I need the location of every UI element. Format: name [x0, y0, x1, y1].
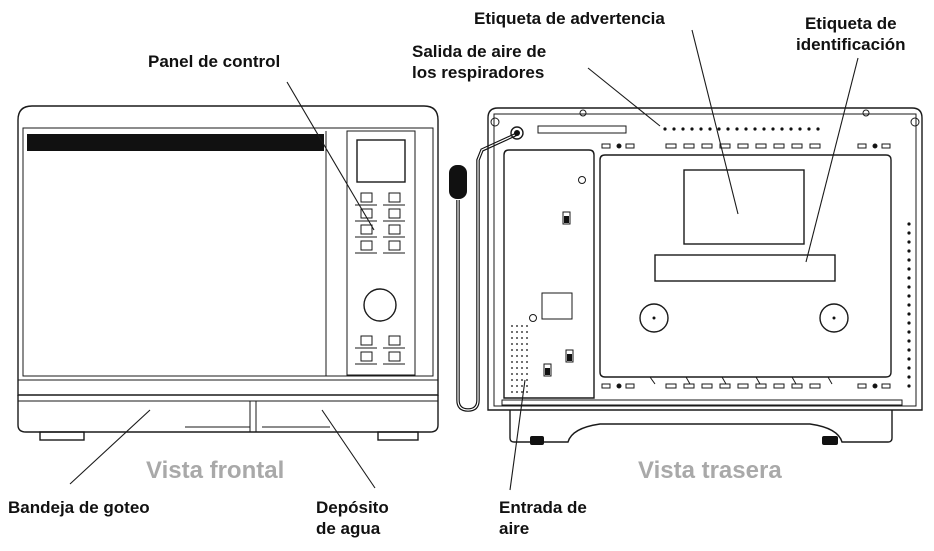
leader-deposito-agua [321, 409, 376, 489]
label-panel-de-control: Panel de control [148, 52, 281, 71]
air-intake-grid [511, 325, 528, 393]
front-display [356, 139, 406, 183]
leader-etiqueta-advertencia [691, 29, 739, 215]
rear-service-panel [503, 149, 595, 399]
front-base [17, 395, 439, 441]
rear-view-unit [487, 107, 923, 445]
front-top-bar [27, 134, 324, 151]
label-salida-aire: Salida de aire de los respiradores [412, 42, 547, 82]
leader-etiqueta-identificacion [805, 57, 859, 263]
power-plug [449, 165, 467, 199]
front-view-unit [17, 105, 439, 441]
leader-entrada-aire [509, 379, 526, 491]
rear-vent-dots-right [907, 222, 911, 388]
leader-lines [69, 29, 859, 491]
caption-vista-frontal: Vista frontal [146, 457, 285, 484]
front-body-outline [17, 105, 439, 396]
rear-body-outline [487, 107, 923, 411]
rear-main-panel [599, 154, 892, 385]
rear-vent-dots-top [663, 127, 820, 131]
front-inner-frame [22, 127, 434, 377]
rear-dash-row-top [601, 143, 891, 149]
caption-vista-trasera: Vista trasera [638, 457, 782, 484]
warning-label-area [683, 169, 805, 245]
label-etiqueta-advertencia: Etiqueta de advertencia [474, 9, 665, 28]
leader-salida-aire [587, 67, 661, 127]
label-etiqueta-identificacion: Etiqueta de identificación [796, 14, 906, 54]
power-cord [449, 126, 524, 412]
label-entrada-aire: Entrada de aire [499, 498, 587, 538]
leader-bandeja-goteo [69, 409, 151, 485]
front-control-panel [346, 130, 416, 376]
rear-base [509, 410, 893, 445]
leader-panel-de-control [286, 81, 375, 231]
front-dial [363, 288, 397, 322]
label-bandeja-goteo: Bandeja de goteo [8, 498, 150, 517]
id-label-area [654, 254, 836, 282]
rear-dash-row-bottom [601, 383, 891, 389]
label-deposito-agua: Depósito de agua [316, 498, 389, 538]
